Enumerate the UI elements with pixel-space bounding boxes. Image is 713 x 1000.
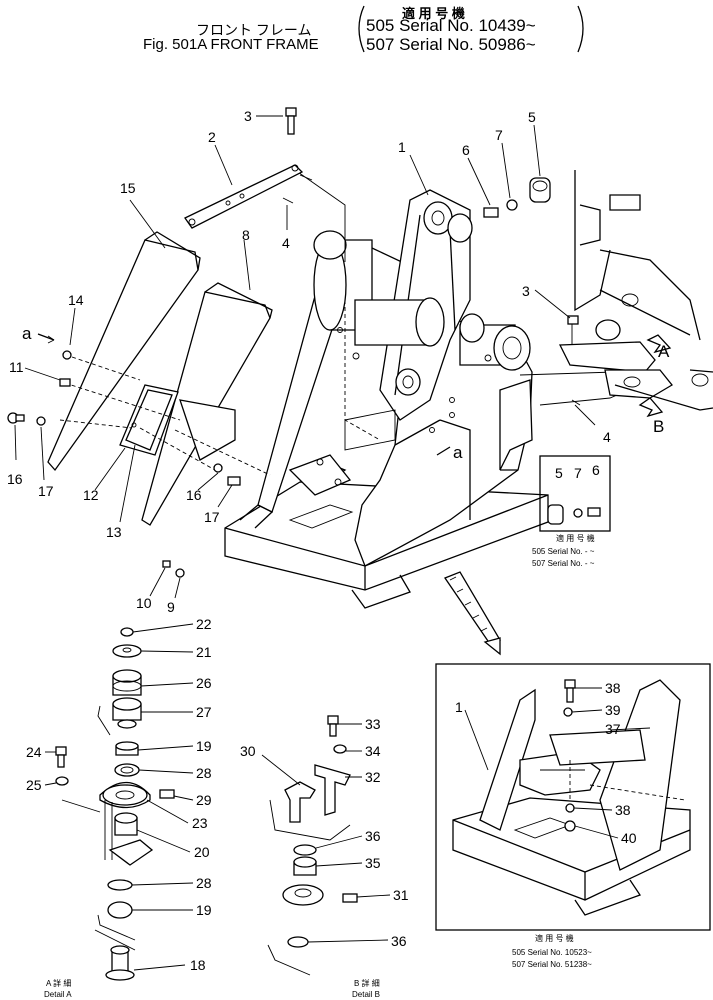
small-box-507: 507 Serial No. - ~: [532, 559, 595, 568]
inset-505: 505 Serial No. 10523~: [512, 948, 592, 957]
header-serial-505: 505 Serial No. 10439~: [366, 16, 536, 35]
label-2: 2: [208, 129, 216, 145]
label-6-box: 6: [592, 462, 600, 478]
marker-B: B: [653, 417, 664, 436]
detail-a-en: Detail A: [44, 990, 72, 999]
detail-a-jp: A 詳 細: [46, 978, 71, 988]
label-38-lower: 38: [615, 802, 631, 818]
header-serial-507: 507 Serial No. 50986~: [366, 35, 536, 54]
label-20: 20: [194, 844, 210, 860]
label-18: 18: [190, 957, 206, 973]
label-1: 1: [398, 139, 406, 155]
inset-pointer-arrow: [444, 571, 501, 656]
detail-captions: A 詳 細 Detail A B 詳 細 Detail B: [44, 978, 380, 999]
part-12-13-guard: [119, 384, 179, 456]
detail-b-parts: [267, 715, 358, 976]
label-28: 28: [196, 765, 212, 781]
detail-b-jp: B 詳 細: [354, 978, 380, 988]
label-37: 37: [605, 721, 621, 737]
label-5: 5: [528, 109, 536, 125]
label-36: 36: [365, 828, 381, 844]
small-box-parts: [547, 504, 601, 525]
callout-leader-lines: [14, 115, 651, 971]
part-number-labels: 1 1 2 3 3 4 4 5 5 6 6 7 7 8 9 10 11 12 1…: [7, 108, 637, 973]
label-25: 25: [26, 777, 42, 793]
label-26: 26: [196, 675, 212, 691]
label-3: 3: [244, 108, 252, 124]
label-4-right: 4: [603, 429, 611, 445]
inset-frame: [435, 663, 711, 931]
part-3-bolt: [285, 107, 297, 135]
label-19-lower: 19: [196, 902, 212, 918]
part-8-cover: [141, 282, 273, 526]
small-box-text: 適 用 号 機 505 Serial No. - ~ 507 Serial No…: [532, 533, 595, 568]
view-a-arrows: [37, 333, 451, 456]
label-3-right: 3: [522, 283, 530, 299]
marker-a-right: a: [453, 443, 463, 462]
label-10: 10: [136, 595, 152, 611]
label-16-mid: 16: [186, 487, 202, 503]
label-40: 40: [621, 830, 637, 846]
label-32: 32: [365, 769, 381, 785]
fastener-leaders: [59, 356, 271, 476]
label-31: 31: [393, 887, 409, 903]
part-15-cover: [47, 231, 201, 472]
label-39: 39: [605, 702, 621, 718]
label-38: 38: [605, 680, 621, 696]
detail-b-en: Detail B: [352, 990, 380, 999]
label-7: 7: [495, 127, 503, 143]
header-brackets: [358, 5, 584, 53]
small-box-505: 505 Serial No. - ~: [532, 547, 595, 556]
label-15: 15: [120, 180, 136, 196]
label-36-lower: 36: [391, 933, 407, 949]
label-35: 35: [365, 855, 381, 871]
front-frame-body: [224, 189, 549, 609]
label-17: 17: [38, 483, 54, 499]
small-applicability-frame: [539, 455, 611, 532]
title-jp: フロント フレーム: [196, 22, 312, 38]
marker-A: A: [658, 342, 670, 361]
label-9: 9: [167, 599, 175, 615]
right-upper-parts: [483, 170, 713, 418]
label-33: 33: [365, 716, 381, 732]
label-13: 13: [106, 524, 122, 540]
part-2-link: [184, 164, 304, 229]
label-34: 34: [365, 743, 381, 759]
inset-507: 507 Serial No. 51238~: [512, 960, 592, 969]
label-23: 23: [192, 815, 208, 831]
detail-a-parts: [55, 627, 175, 981]
view-marker-labels: a a A B: [22, 324, 670, 462]
label-28-lower: 28: [196, 875, 212, 891]
label-16: 16: [7, 471, 23, 487]
small-box-applicable: 適 用 号 機: [556, 533, 595, 543]
label-4: 4: [282, 235, 290, 251]
label-1-inset: 1: [455, 699, 463, 715]
inset-applicable: 適 用 号 機: [535, 933, 574, 943]
title-en: Fig. 501A FRONT FRAME: [143, 36, 319, 53]
part-4-pin: [282, 197, 294, 204]
inset-text: 適 用 号 機 505 Serial No. 10523~ 507 Serial…: [512, 933, 592, 969]
label-22: 22: [196, 616, 212, 632]
label-24: 24: [26, 744, 42, 760]
label-7-box: 7: [574, 465, 582, 481]
label-29: 29: [196, 792, 212, 808]
label-19: 19: [196, 738, 212, 754]
label-11: 11: [9, 359, 24, 375]
label-17-mid: 17: [204, 509, 220, 525]
inset-frame-drawing: [452, 679, 691, 916]
left-fasteners: [7, 350, 241, 578]
label-27: 27: [196, 704, 212, 720]
label-30: 30: [240, 743, 256, 759]
assembly-leaders: [294, 169, 381, 441]
label-21: 21: [196, 644, 212, 660]
header-applicable-label: 適 用 号 機: [402, 6, 465, 21]
label-5-box: 5: [555, 465, 563, 481]
label-8: 8: [242, 227, 250, 243]
label-6: 6: [462, 142, 470, 158]
label-12: 12: [83, 487, 99, 503]
marker-a-left: a: [22, 324, 32, 343]
label-14: 14: [68, 292, 84, 308]
